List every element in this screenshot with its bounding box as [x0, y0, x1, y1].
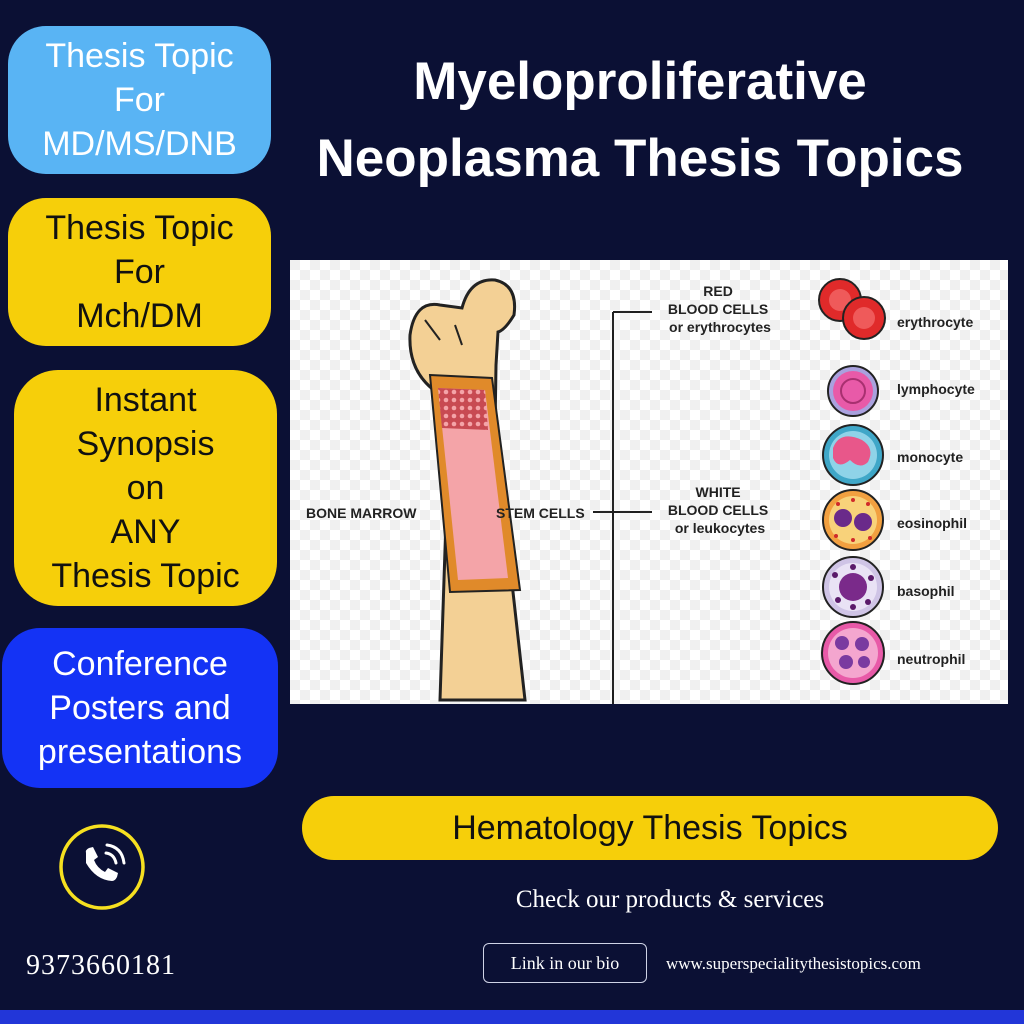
- cell-label: erythrocyte: [897, 314, 973, 330]
- stem-cells-label: STEM CELLS: [496, 505, 585, 521]
- pill-line: Thesis Topic: [45, 209, 234, 247]
- md-ms-dnb-button[interactable]: Thesis Topic For MD/MS/DNB: [8, 26, 271, 174]
- cell-label: neutrophil: [897, 651, 965, 667]
- white-blood-cells-label: WHITE BLOOD CELLS or leukocytes: [668, 484, 772, 536]
- phone-number[interactable]: 9373660181: [26, 950, 176, 981]
- conference-posters-button[interactable]: Conference Posters and presentations: [2, 628, 278, 788]
- branch-lines: [593, 311, 652, 704]
- bio-link-button[interactable]: Link in our bio: [483, 943, 647, 983]
- pill-line: Mch/DM: [76, 297, 203, 335]
- bone-marrow-label: BONE MARROW: [306, 505, 417, 521]
- erythrocyte-icon: [818, 278, 886, 340]
- website-link[interactable]: www.superspecialitythesistopics.com: [666, 954, 921, 973]
- bottom-bar: [0, 1010, 1024, 1024]
- monocyte-icon: [822, 424, 884, 486]
- pill-line: Synopsis: [76, 425, 215, 463]
- pill-line: For: [114, 253, 165, 291]
- pill-line: MD/MS/DNB: [42, 125, 237, 163]
- blood-cell-diagram: BONE MARROW STEM CELLS RED BLOOD CELLS o…: [290, 260, 1008, 704]
- pill-line: ANY: [110, 513, 181, 551]
- eosinophil-icon: [822, 489, 884, 551]
- cell-label: eosinophil: [897, 515, 967, 531]
- red-blood-cells-label: RED BLOOD CELLS or erythrocytes: [668, 283, 772, 335]
- neutrophil-icon: [821, 621, 885, 685]
- pill-line: For: [114, 81, 165, 119]
- pill-line: Posters and: [49, 689, 231, 727]
- phone-call-icon[interactable]: [58, 823, 146, 911]
- mch-dm-button[interactable]: Thesis Topic For Mch/DM: [8, 198, 271, 346]
- cta-text: Check our products & services: [515, 886, 825, 913]
- pill-line: on: [126, 469, 165, 507]
- cell-label: monocyte: [897, 449, 963, 465]
- cell-label: lymphocyte: [897, 381, 975, 397]
- cell-label: basophil: [897, 583, 955, 599]
- pill-line: Instant: [94, 381, 197, 419]
- lymphocyte-icon: [827, 365, 879, 417]
- hematology-banner[interactable]: Hematology Thesis Topics: [302, 796, 998, 860]
- femur-bone-illustration: [408, 278, 527, 702]
- page-title-line-2: Neoplasma Thesis Topics: [316, 129, 964, 188]
- page-title-line-1: Myeloproliferative: [413, 52, 867, 111]
- pill-line: Thesis Topic: [51, 557, 240, 595]
- pill-line: Conference: [52, 645, 228, 683]
- basophil-icon: [822, 556, 884, 618]
- instant-synopsis-button[interactable]: Instant Synopsis on ANY Thesis Topic: [14, 370, 277, 606]
- pill-line: Thesis Topic: [45, 37, 234, 75]
- pill-line: presentations: [37, 733, 243, 771]
